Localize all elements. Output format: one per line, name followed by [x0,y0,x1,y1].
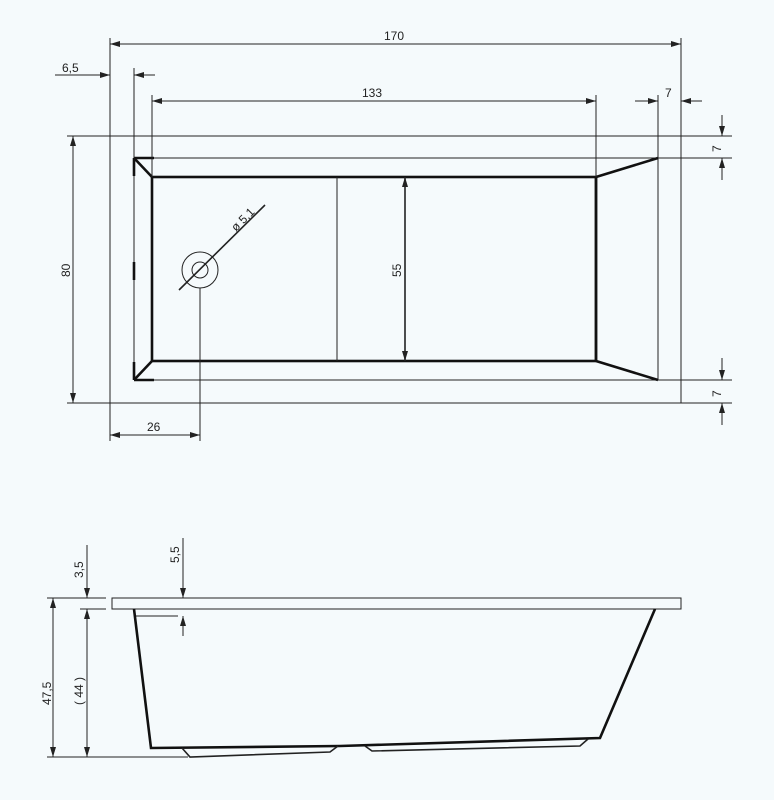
basin-width-label: 55 [390,263,404,277]
top-view: ø 5,1 170 6,5 133 7 7 7 [55,29,732,441]
basin-outline [150,175,598,363]
tub-foot-right [364,738,589,752]
rim-right-label: 7 [665,86,672,100]
drain: ø 5,1 [178,204,266,291]
basin-slopes [132,156,659,382]
tub-foot-left [181,745,339,758]
outer-rim-outline [109,135,682,404]
tub-body-profile [132,608,657,750]
drain-diameter-line [178,204,266,291]
rim-profile [111,597,682,610]
inner-step-label: 5,5 [168,546,182,563]
drain-diameter-label: ø 5,1 [228,205,257,234]
length-label: 170 [384,29,404,43]
rim-left-label: 6,5 [62,61,79,75]
drain-offset-label: 26 [147,420,161,434]
drain-inner-circle [191,261,209,279]
rim-thickness-label: 3,5 [72,561,86,578]
depth-label: ( 44 ) [72,677,86,705]
rim-top-label: 7 [710,145,724,152]
total-height-label: 47,5 [40,681,54,705]
basin-length-label: 133 [362,86,382,100]
side-view: 47,5 ( 44 ) 3,5 5,5 [40,538,682,758]
width-label: 80 [59,263,73,277]
rim-bottom-label: 7 [710,390,724,397]
